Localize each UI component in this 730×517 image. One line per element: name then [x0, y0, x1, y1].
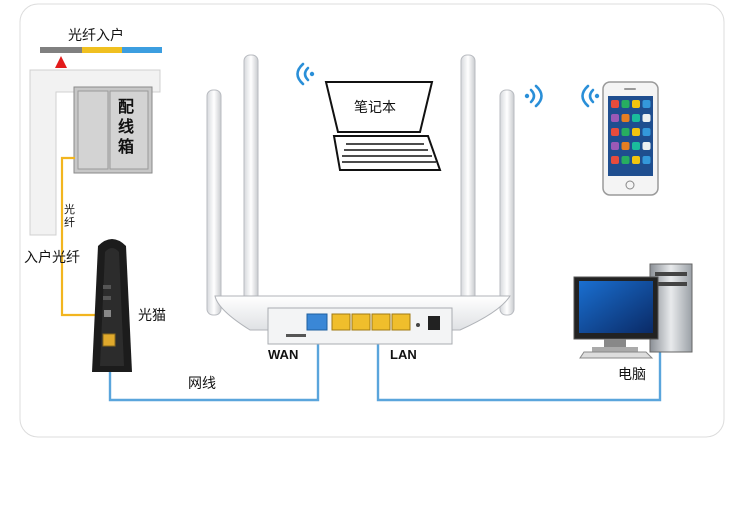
distribution-box	[73, 86, 153, 174]
phone-app-tile	[632, 142, 640, 150]
phone-app-tile	[642, 100, 651, 108]
phone-app-tile	[621, 114, 630, 122]
phone-app-tile	[632, 100, 640, 108]
phone-app-tile	[642, 114, 651, 122]
lan-cable	[376, 328, 662, 402]
phone-app-tile	[621, 142, 630, 150]
fiber-entry-label: 光纤入户	[68, 27, 124, 44]
distribution-box-label-3: 箱	[118, 137, 134, 156]
router-icon	[214, 295, 511, 345]
phone-app-tile	[621, 128, 630, 136]
background-panel	[19, 3, 725, 438]
desktop-computer-icon	[573, 263, 693, 359]
distribution-box-label-1: 配	[118, 98, 134, 116]
distribution-box-label-2: 线	[118, 117, 134, 136]
network-cable-label: 网线	[188, 376, 216, 392]
fiber-cable	[60, 156, 100, 317]
phone-app-tile	[611, 156, 619, 164]
phone-app-tile	[611, 128, 619, 136]
smartphone-icon	[602, 81, 659, 196]
phone-app-tile	[611, 100, 619, 108]
laptop-icon	[324, 81, 442, 171]
entry-indicator-icon	[55, 56, 67, 68]
phone-app-tile	[621, 100, 630, 108]
phone-app-tile	[642, 142, 651, 150]
fiber-entry-bar	[40, 47, 162, 53]
wifi-icon	[524, 84, 543, 108]
phone-app-tile	[632, 128, 640, 136]
phone-app-tile	[632, 156, 640, 164]
phone-app-tile	[632, 114, 640, 122]
lan-label: LAN	[390, 347, 417, 362]
laptop-label: 笔记本	[354, 100, 396, 116]
router-antennas	[206, 54, 515, 316]
wifi-icon	[296, 62, 315, 86]
modem-icon	[92, 239, 132, 372]
phone-app-tile	[642, 156, 651, 164]
wifi-icon	[581, 84, 600, 108]
wan-label: WAN	[268, 347, 298, 362]
phone-app-tile	[611, 142, 619, 150]
phone-app-tile	[642, 128, 651, 136]
phone-app-tile	[621, 156, 630, 164]
fiber-vertical-label-2: 纤	[64, 216, 75, 229]
fiber-entry-left-label: 入户光纤	[24, 249, 80, 266]
modem-label: 光猫	[138, 308, 166, 324]
phone-app-tile	[611, 114, 619, 122]
computer-label: 电脑	[618, 367, 646, 383]
fiber-vertical-label-1: 光	[64, 202, 75, 216]
